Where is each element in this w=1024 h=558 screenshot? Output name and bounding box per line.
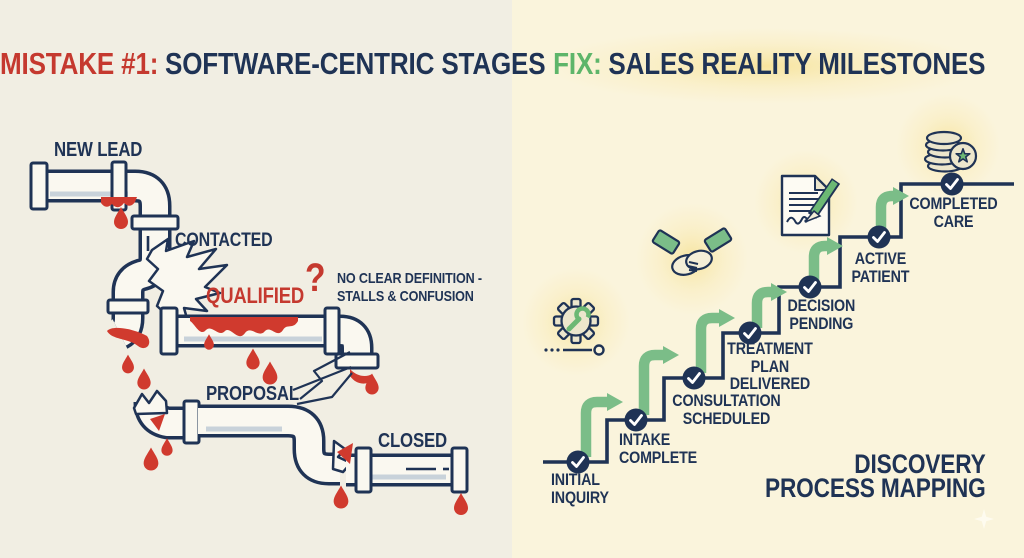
- left-title-mistake: MISTAKE #1:: [0, 46, 159, 81]
- leak-drips: [101, 197, 468, 515]
- shatter-crack-lines: [292, 351, 353, 406]
- stage-label-qualified: QUALIFIED: [206, 283, 305, 308]
- milestone-checks: [566, 172, 964, 474]
- arrow-step-4: [751, 283, 787, 328]
- arrow-step-3: [695, 309, 735, 373]
- qualified-note: NO CLEAR DEFINITION -STALLS & CONFUSION: [337, 270, 482, 305]
- coins-star-icon: [923, 130, 978, 173]
- arrow-step-2: [638, 346, 679, 415]
- pipe-segment-qualified: [159, 306, 380, 370]
- milestone-check-2: [624, 408, 648, 432]
- milestone-check-6: [867, 225, 891, 249]
- step-arrows: [580, 187, 909, 457]
- milestone-staircase: [522, 28, 1014, 529]
- left-title: MISTAKE #1:SOFTWARE-CENTRIC STAGES: [0, 46, 546, 81]
- arrow-step-6: [875, 187, 909, 232]
- milestone-check-3: [682, 366, 706, 390]
- milestone-check-7: [940, 172, 964, 196]
- right-title-fix: FIX:: [553, 46, 602, 81]
- milestone-check-5: [798, 275, 822, 299]
- pipe-illustration: [29, 160, 469, 515]
- document-signature-icon: [780, 174, 841, 237]
- left-title-rest: SOFTWARE-CENTRIC STAGES: [164, 46, 546, 81]
- pipe-segment-proposal-closed: [132, 389, 469, 494]
- stage-label-contacted: CONTACTED: [175, 230, 273, 251]
- sparkle-icon: [974, 509, 994, 529]
- milestone-check-1: [566, 450, 590, 474]
- arrow-step-1: [580, 393, 623, 457]
- milestone-check-4: [738, 321, 762, 345]
- right-title-rest: SALES REALITY MILESTONES: [608, 46, 986, 81]
- stage-label-closed: CLOSED: [378, 430, 447, 452]
- gear-wrench-icon: [552, 297, 600, 345]
- right-title: FIX:SALES REALITY MILESTONES: [512, 46, 1024, 81]
- pipe-burst-shape: [145, 237, 229, 324]
- stage-label-proposal: PROPOSAL: [206, 383, 299, 405]
- gear-process-line: [544, 344, 605, 356]
- pipe-segment-broken-drop: [106, 241, 172, 349]
- handshake-icon: [651, 227, 733, 276]
- stage-label-new-lead: NEW LEAD: [54, 139, 143, 161]
- arrow-step-5: [808, 237, 843, 282]
- question-mark: ?: [305, 256, 326, 300]
